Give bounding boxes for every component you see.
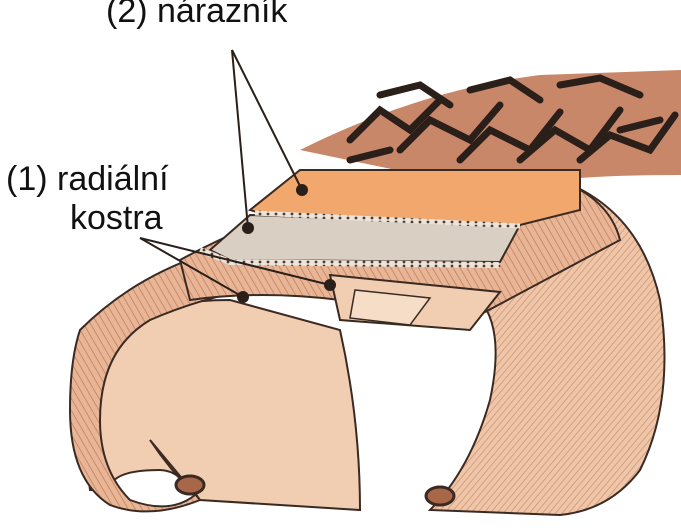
left-bead [176,476,204,494]
right-bead [426,487,454,505]
label-belt: (2) nárazník [106,0,287,28]
label-carcass-line2: kostra [70,201,163,235]
label-carcass-line1: (1) radiální [6,162,169,196]
